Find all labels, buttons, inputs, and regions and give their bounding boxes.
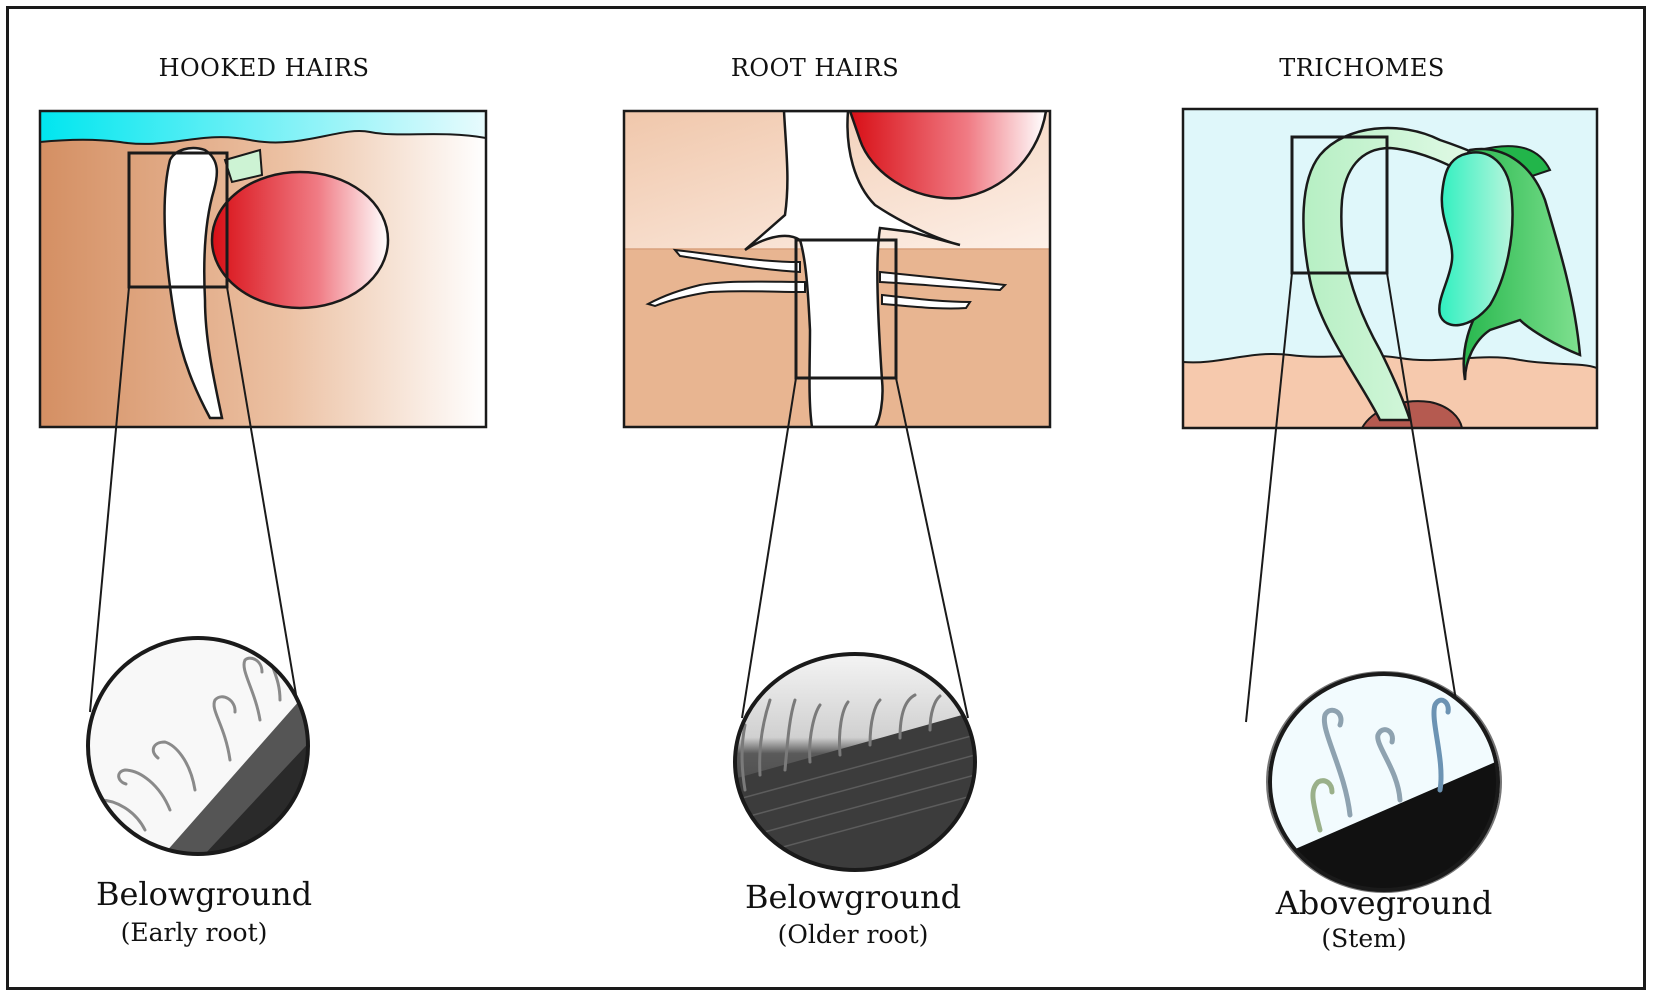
zoom-line-left [89,286,130,713]
zoom-line-left [1245,272,1293,723]
cotyledon-front [1438,151,1514,327]
early-root [163,146,224,420]
micrograph-trichomes [1266,671,1502,893]
micrograph-hooked-hairs [86,636,310,856]
micrograph-frame-1 [86,636,310,856]
heading-root-hairs: ROOT HAIRS [730,54,900,82]
caption-location-3: Aboveground [1275,884,1493,922]
older-root [744,111,961,427]
panel-trichomes-border [1181,107,1599,430]
zoom-line-left [741,377,797,719]
zoom-box-hooked-hairs [127,151,229,289]
figure-frame [6,6,1646,990]
lateral-hairs [645,248,1008,310]
panel-root-hairs-border [622,109,1052,429]
micrograph-frame-2 [733,652,977,872]
seed [210,170,390,310]
caption-detail-1: (Early root) [120,918,268,947]
panel-hooked-hairs-illustration [40,111,486,427]
zoom-line-right [226,286,301,719]
caption-location-2: Belowground [744,878,962,916]
panel-root-hairs-illustration [624,111,1050,427]
panel-hooked-hairs-border [38,109,488,429]
micrograph-frame-3 [1268,672,1500,892]
zoom-box-trichomes [1290,135,1389,275]
caption-location-1: Belowground [95,875,313,913]
caption-detail-3: (Stem) [1321,924,1407,953]
caption-detail-2: (Older root) [777,920,929,949]
heading-hooked-hairs: HOOKED HAIRS [158,54,370,82]
shoot-stub [223,148,264,184]
micrograph-root-hairs [733,652,977,872]
zoom-line-right [1386,272,1461,726]
zoom-box-root-hairs [794,238,898,380]
panel-trichomes-illustration [1183,109,1597,428]
seed [848,111,1048,200]
zoom-line-right [895,377,969,719]
heading-trichomes: TRICHOMES [1279,54,1445,82]
water-surface [40,111,486,145]
